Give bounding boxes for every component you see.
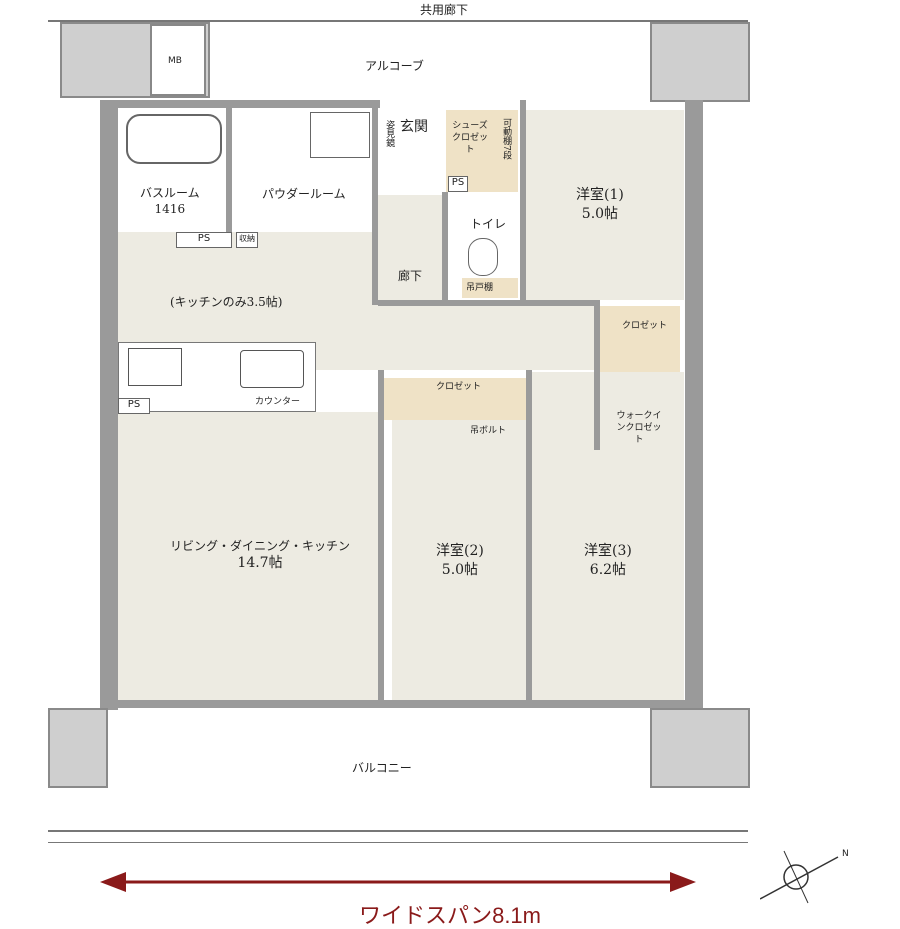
ps-powder: PS <box>176 232 232 248</box>
ldk-name: リビング・ダイニング・キッチン <box>170 539 351 553</box>
closet-room1 <box>600 306 680 372</box>
north-label: N <box>842 849 849 859</box>
bathroom-name: バスルーム <box>140 186 200 200</box>
wall <box>378 300 600 306</box>
balcony-label: バルコニー <box>352 761 412 775</box>
wall <box>526 370 532 705</box>
kitchen-counter <box>118 342 316 412</box>
column-se <box>650 708 750 788</box>
mirror-label: 姿見鏡 <box>384 120 395 147</box>
column-sw <box>48 708 108 788</box>
ldk-room <box>118 412 380 702</box>
wide-span-label: ワイドスパン8.1m <box>358 903 541 928</box>
toilet-hanging-cabinet <box>462 278 518 298</box>
entrance-label: 玄関 <box>400 119 428 135</box>
room1-label: 洋室(1) 5.0帖 <box>576 186 624 224</box>
hanging-bolt-label: 吊ボルト <box>470 426 507 436</box>
wall <box>372 100 378 305</box>
compass-icon <box>760 850 839 904</box>
west-wall <box>100 100 118 710</box>
common-corridor-label: 共用廊下 <box>420 3 469 17</box>
walkin-closet-label: ウォークインクロゼット <box>616 411 662 446</box>
counter-label: カウンター <box>255 397 301 407</box>
powder-room-label: パウダールーム <box>262 187 346 201</box>
bathroom-size: 1416 <box>154 202 186 217</box>
balcony-edge <box>48 842 748 843</box>
room2-name: 洋室(2) <box>436 543 484 559</box>
span-arrow-icon <box>100 872 696 892</box>
bathtub-icon <box>126 114 222 164</box>
bathroom <box>118 110 226 228</box>
hanging-cabinet-label: 吊戸棚 <box>466 283 494 293</box>
wall <box>226 108 232 232</box>
room-1 <box>526 110 684 300</box>
ldk-label: リビング・ダイニング・キッチン 14.7帖 <box>170 538 350 573</box>
toilet-icon <box>468 238 498 276</box>
hallway-label: 廊下 <box>398 269 423 283</box>
room2-size: 5.0帖 <box>441 561 479 578</box>
wall <box>118 100 380 108</box>
room3-label: 洋室(3) 6.2帖 <box>584 542 632 580</box>
mb-label: MB <box>168 56 182 66</box>
ldk-size: 14.7帖 <box>237 555 283 572</box>
ps-entrance: PS <box>448 176 468 192</box>
room2-label: 洋室(2) 5.0帖 <box>436 542 484 580</box>
kitchen-only-label: (キッチンのみ3.5帖) <box>170 295 283 309</box>
hallway-room <box>378 195 442 300</box>
corridor-line <box>48 20 748 22</box>
room1-size: 5.0帖 <box>581 205 619 222</box>
shoe-closet-label: シューズクロゼット <box>451 121 488 156</box>
entrance <box>380 100 446 192</box>
south-wall <box>118 700 703 708</box>
east-wall <box>685 100 703 710</box>
shelves-label: 可動棚7段 <box>501 118 512 160</box>
ps-kitchen: PS <box>118 398 150 414</box>
stove-icon <box>128 348 182 386</box>
room3-name: 洋室(3) <box>584 543 632 559</box>
room1-name: 洋室(1) <box>576 187 624 203</box>
closet-room2 <box>384 378 526 420</box>
wall <box>594 300 600 450</box>
alcove-label: アルコーブ <box>365 59 424 73</box>
wall <box>442 192 448 302</box>
closet-room1-label: クロゼット <box>622 321 668 331</box>
washbasin-icon <box>310 112 370 158</box>
powder-room <box>232 110 372 246</box>
room3-size: 6.2帖 <box>589 561 627 578</box>
sink-icon <box>240 350 304 388</box>
storage-box: 収納 <box>236 232 258 248</box>
mb-box <box>150 24 206 96</box>
closet-room2-label: クロゼット <box>436 382 482 392</box>
wall <box>520 100 526 300</box>
balcony-rail <box>48 830 748 832</box>
wall <box>378 370 384 705</box>
column-ne <box>650 22 750 102</box>
bathroom-label: バスルーム 1416 <box>140 185 200 217</box>
toilet-label: トイレ <box>470 217 507 231</box>
room-2 <box>392 420 526 700</box>
room-3 <box>532 372 684 702</box>
